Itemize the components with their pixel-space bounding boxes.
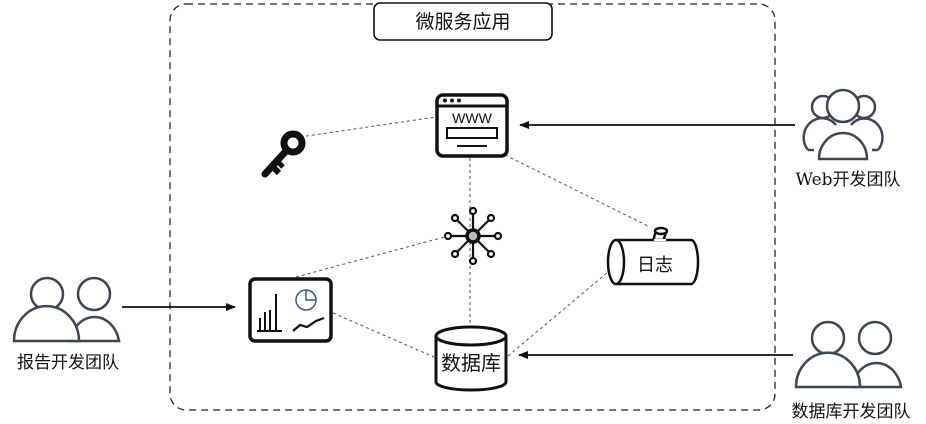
microservice-boundary: [169, 3, 776, 411]
database-label: 数据库: [441, 351, 501, 375]
connector-db-log: [507, 266, 615, 357]
log-label: 日志: [637, 255, 673, 276]
connector-key-web: [299, 116, 437, 138]
report-team-label: 报告开发团队: [17, 353, 119, 373]
connector-web-log: [504, 154, 649, 227]
web-team: Web开发团队: [795, 88, 901, 190]
report-team: 报告开发团队: [12, 276, 121, 373]
db-team: 数据库开发团队: [792, 320, 911, 422]
log-pipe-icon: 日志: [606, 226, 700, 286]
web-team-label: Web开发团队: [795, 170, 900, 190]
team-two-users-icon: [794, 320, 903, 389]
browser-window-icon: WWW: [435, 93, 509, 158]
network-hub-icon: [443, 206, 503, 266]
team-three-users-icon: [802, 88, 884, 161]
diagram-title: 微服务应用: [415, 11, 510, 33]
connector-dashboard-db: [332, 312, 435, 358]
dashboard-chart-icon: [248, 277, 333, 343]
www-label: WWW: [452, 110, 492, 126]
db-team-label: 数据库开发团队: [792, 402, 911, 422]
team-two-users-icon: [12, 276, 121, 343]
key-icon: [261, 130, 306, 178]
title-box: 微服务应用: [373, 2, 553, 41]
connector-dashboard-hub: [295, 235, 449, 278]
database-cylinder-icon: 数据库: [434, 325, 508, 392]
